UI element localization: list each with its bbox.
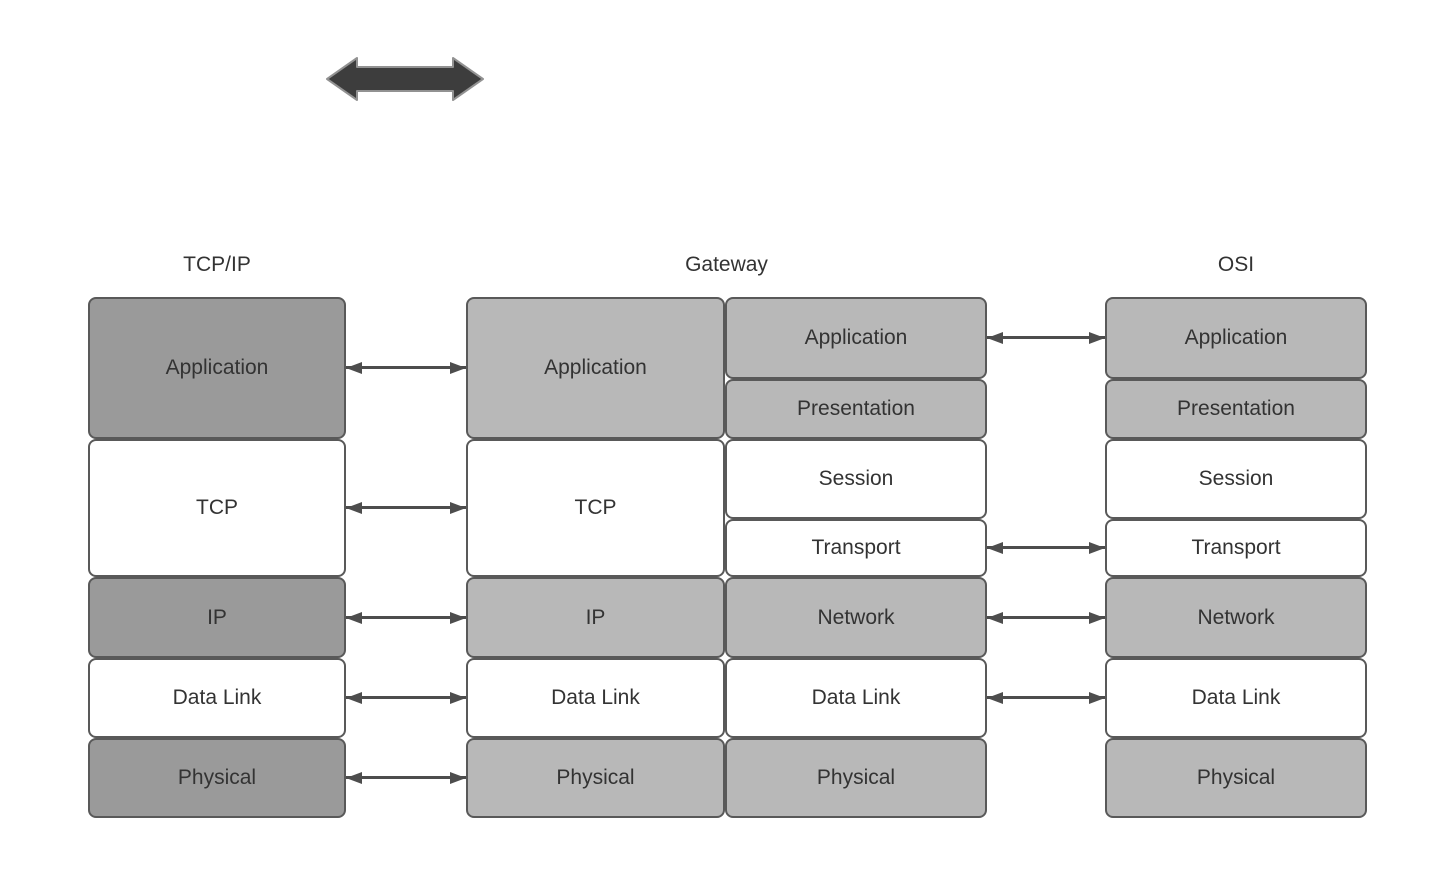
gateway-right-layer-presentation: Presentation: [725, 379, 987, 439]
tcpip-gateway-arrow-ip: [346, 616, 466, 619]
gateway-right-layer-session: Session: [725, 439, 987, 519]
gateway-left-layer-application: Application: [466, 297, 725, 439]
tcpip-gateway-arrow-application: [346, 366, 466, 369]
gateway-left-layer-physical: Physical: [466, 738, 725, 818]
gateway-left-layer-ip: IP: [466, 577, 725, 658]
osi-layer-network: Network: [1105, 577, 1367, 658]
gateway-right-layer-network: Network: [725, 577, 987, 658]
osi-layer-presentation: Presentation: [1105, 379, 1367, 439]
gateway-left-layer-tcp: TCP: [466, 439, 725, 577]
osi-column-title: OSI: [1217, 253, 1255, 276]
gateway-right-layer-transport: Transport: [725, 519, 987, 577]
gateway-right-layer-application: Application: [725, 297, 987, 379]
gateway-left-layer-datalink: Data Link: [466, 658, 725, 738]
tcpip-layer-datalink: Data Link: [88, 658, 346, 738]
double-horizontal-arrow-icon: [326, 57, 484, 101]
gateway-osi-arrow-transport: [987, 546, 1105, 549]
tcpip-gateway-arrow-datalink: [346, 696, 466, 699]
osi-layer-physical: Physical: [1105, 738, 1367, 818]
tcpip-layer-tcp: TCP: [88, 439, 346, 577]
tcpip-gateway-arrow-physical: [346, 776, 466, 779]
gateway-right-layer-datalink: Data Link: [725, 658, 987, 738]
gateway-right-layer-physical: Physical: [725, 738, 987, 818]
osi-layer-transport: Transport: [1105, 519, 1367, 577]
osi-layer-application: Application: [1105, 297, 1367, 379]
gateway-osi-arrow-network: [987, 616, 1105, 619]
tcpip-layer-physical: Physical: [88, 738, 346, 818]
tcpip-layer-application: Application: [88, 297, 346, 439]
osi-layer-session: Session: [1105, 439, 1367, 519]
gateway-osi-arrow-datalink: [987, 696, 1105, 699]
osi-layer-datalink: Data Link: [1105, 658, 1367, 738]
tcpip-column-title: TCP/IP: [183, 253, 251, 276]
gateway-osi-arrow-application: [987, 336, 1105, 339]
tcpip-gateway-arrow-tcp: [346, 506, 466, 509]
tcpip-layer-ip: IP: [88, 577, 346, 658]
gateway-column-title: Gateway: [685, 253, 768, 276]
